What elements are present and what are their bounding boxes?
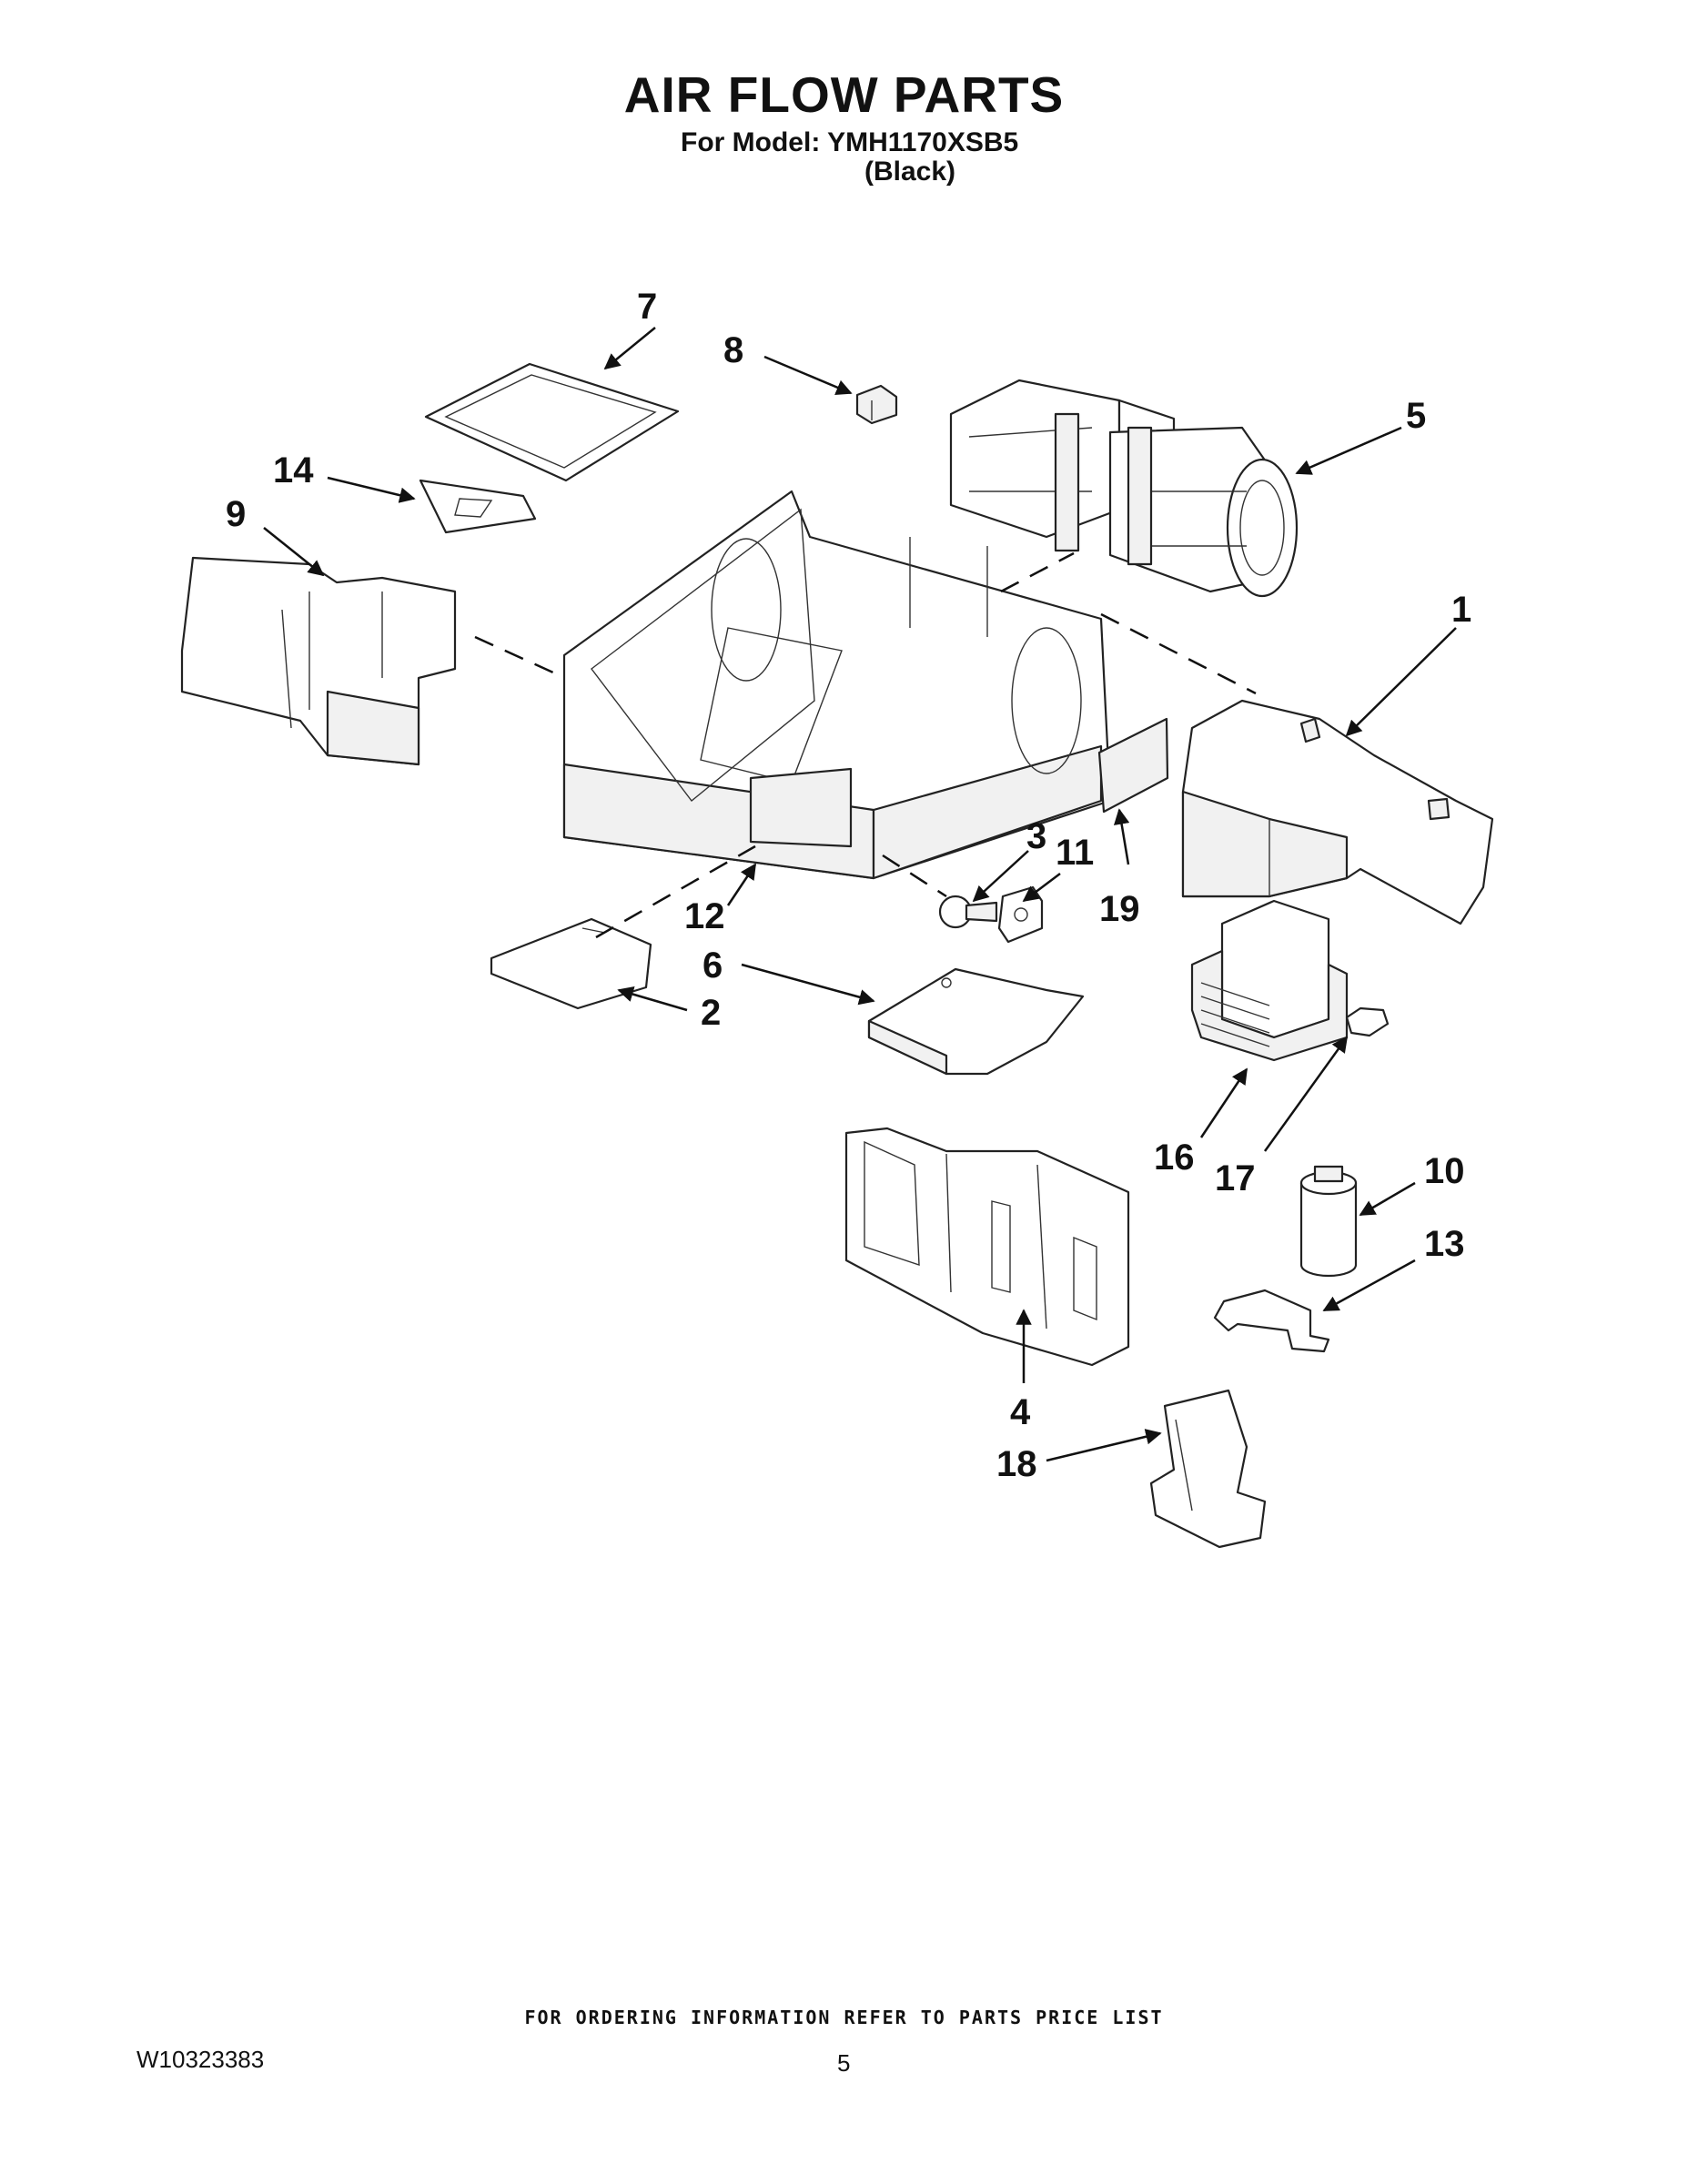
ordering-note: FOR ORDERING INFORMATION REFER TO PARTS … <box>524 2007 1164 2028</box>
part-2-plate <box>490 917 652 1010</box>
callout-11: 11 <box>1056 833 1094 873</box>
part-4-bottom-plate <box>844 1127 1130 1367</box>
callout-18: 18 <box>996 1444 1037 1484</box>
part-7-filter-frame <box>424 362 680 482</box>
assembly-line <box>1100 612 1257 695</box>
page-title: AIR FLOW PARTS <box>623 66 1065 123</box>
callout-12: 12 <box>684 896 725 936</box>
callout-5: 5 <box>1406 396 1426 436</box>
assembly-line <box>1000 551 1075 593</box>
page-number: 5 <box>837 2049 851 2077</box>
callout-2: 2 <box>701 993 721 1033</box>
part-19-panel <box>1097 717 1169 814</box>
part-8-clip <box>855 384 898 425</box>
callout-6: 6 <box>702 945 723 986</box>
part-10-capacitor <box>1299 1165 1358 1278</box>
callout-10: 10 <box>1424 1151 1465 1191</box>
callout-9: 9 <box>226 494 246 534</box>
callout-7: 7 <box>637 287 657 327</box>
color-variant: (Black) <box>864 157 956 187</box>
main-air-housing <box>562 490 1112 880</box>
callout-16: 16 <box>1154 1138 1195 1178</box>
assembly-line <box>474 635 556 675</box>
callout-1: 1 <box>1451 590 1471 630</box>
part-6-cover <box>867 967 1085 1076</box>
callout-19: 19 <box>1099 889 1140 929</box>
document-number: W10323383 <box>136 2046 265 2073</box>
part-13-bracket <box>1213 1289 1330 1353</box>
callout-13: 13 <box>1424 1224 1465 1264</box>
model-line: For Model: YMH1170XSB5 <box>681 127 1019 157</box>
part-3-lamp-bulb <box>938 895 998 929</box>
part-18-duct-adapter <box>1149 1389 1267 1549</box>
callout-4: 4 <box>1010 1392 1031 1432</box>
callout-14: 14 <box>273 450 314 490</box>
part-1-air-duct <box>1181 699 1494 925</box>
part-11-lamp-socket <box>997 885 1044 944</box>
part-9-air-guide <box>180 556 457 766</box>
part-17-thermal-cutout <box>1345 1006 1390 1037</box>
part-16-transformer <box>1190 899 1349 1062</box>
callout-3: 3 <box>1026 816 1046 856</box>
part-5-blower-motor <box>949 379 1299 598</box>
part-14-baffle <box>419 479 537 534</box>
callout-8: 8 <box>723 330 743 370</box>
callout-17: 17 <box>1215 1158 1256 1198</box>
assembly-line <box>882 854 947 898</box>
